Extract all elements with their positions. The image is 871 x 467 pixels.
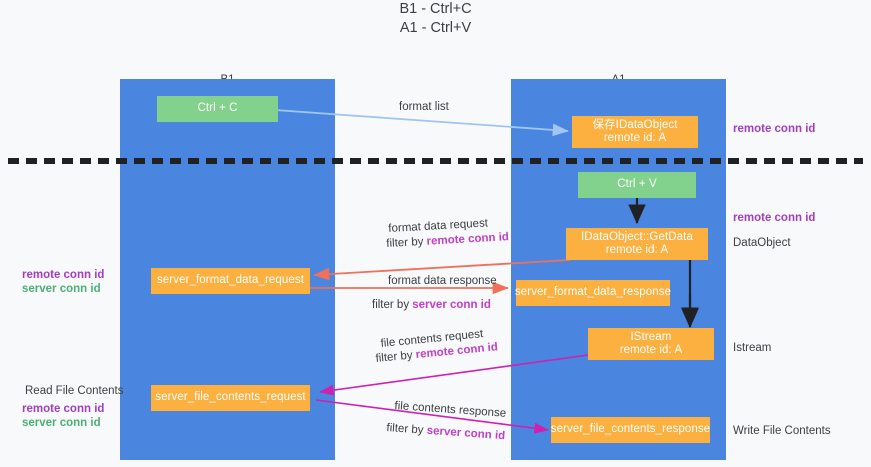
edge-label-file-contents-response: file contents response <box>394 399 507 420</box>
title-line-1: B1 - Ctrl+C <box>399 1 472 17</box>
filter-prefix-4: filter by <box>386 421 428 437</box>
node-idataobject-getdata-label: IDataObject::GetData <box>581 230 693 243</box>
filter-key-server-conn-id-1: server conn id <box>412 299 491 311</box>
node-idataobject-getdata[interactable]: IDataObject::GetData remote id: A <box>566 228 708 260</box>
node-save-idataobject[interactable]: 保存IDataObject remote id: A <box>572 116 698 148</box>
edge-label-format-list: format list <box>399 101 449 113</box>
node-server-format-data-response-label: server_format_data_response <box>514 286 672 299</box>
annotation-left-remote-conn-id-2: remote conn id <box>22 403 105 415</box>
node-save-idataobject-label: 保存IDataObject <box>592 118 678 131</box>
filter-prefix-2: filter by <box>372 299 413 311</box>
annotation-remote-conn-id-mid: remote conn id <box>733 212 816 224</box>
node-save-idataobject-sub: remote id: A <box>603 132 667 144</box>
node-ctrl-v[interactable]: Ctrl + V <box>578 172 696 198</box>
node-server-file-contents-request-label: server_file_contents_request <box>155 391 306 404</box>
annotation-read-file-contents: Read File Contents <box>25 385 124 397</box>
annotation-istream: Istream <box>733 342 772 354</box>
annotation-left-server-conn-id-2: server conn id <box>22 417 101 429</box>
title-line-2: A1 - Ctrl+V <box>399 20 472 36</box>
edge-label-format-data-response: format data response <box>388 275 497 287</box>
filter-key-server-conn-id-2: server conn id <box>426 424 506 443</box>
node-istream[interactable]: IStream remote id: A <box>588 328 714 360</box>
edge-label-format-data-response-filter: filter by server conn id <box>372 298 491 312</box>
filter-key-remote-conn-id-1: remote conn id <box>426 231 510 248</box>
node-server-format-data-request[interactable]: server_format_data_request <box>151 268 310 294</box>
annotation-remote-conn-id-top: remote conn id <box>733 123 816 135</box>
annotation-write-file-contents: Write File Contents <box>733 425 831 437</box>
node-ctrl-c[interactable]: Ctrl + C <box>157 96 278 122</box>
node-ctrl-c-label: Ctrl + C <box>197 102 238 115</box>
node-ctrl-v-label: Ctrl + V <box>617 178 657 191</box>
node-server-format-data-response[interactable]: server_format_data_response <box>514 280 672 306</box>
edge-label-file-contents-response-filter: filter by server conn id <box>386 421 506 443</box>
node-server-format-data-request-label: server_format_data_request <box>156 274 305 287</box>
node-server-file-contents-response-label: server_file_contents_response <box>550 423 711 436</box>
annotation-dataobject: DataObject <box>733 237 791 249</box>
annotation-left-server-conn-id-1: server conn id <box>22 283 101 295</box>
node-server-file-contents-request[interactable]: server_file_contents_request <box>151 385 310 411</box>
filter-prefix-1: filter by <box>386 235 427 250</box>
filter-prefix-3: filter by <box>375 349 417 365</box>
node-idataobject-getdata-sub: remote id: A <box>605 244 669 256</box>
node-istream-label: IStream <box>630 330 672 343</box>
node-server-file-contents-response[interactable]: server_file_contents_response <box>551 417 710 443</box>
annotation-left-remote-conn-id-1: remote conn id <box>22 269 105 281</box>
node-istream-sub: remote id: A <box>619 344 683 356</box>
